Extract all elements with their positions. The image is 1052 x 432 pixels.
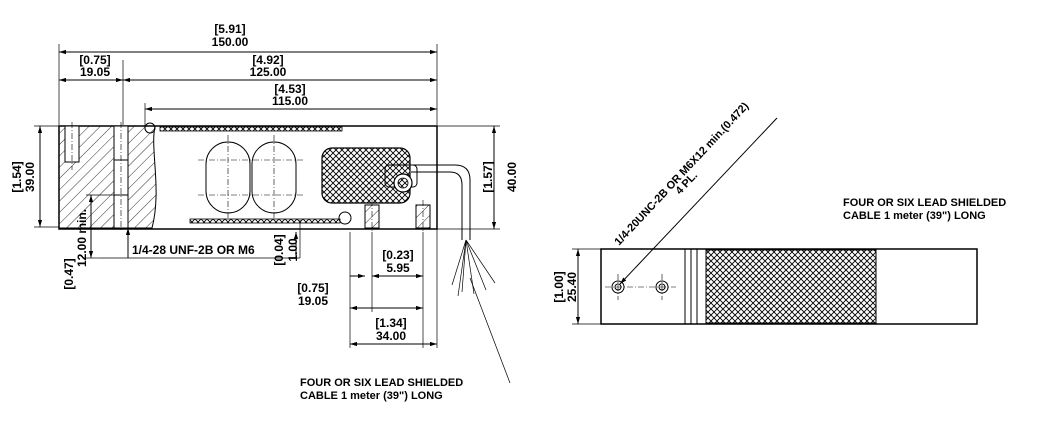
side-cable-note-line2: CABLE 1 meter (39") LONG — [300, 390, 443, 402]
dist-34-in: [1.34] — [375, 316, 406, 330]
top-cable-note-line2: CABLE 1 meter (39") LONG — [843, 210, 986, 222]
offset-in: [0.23] — [382, 248, 413, 262]
thread-callout: 1/4-28 UNF-2B OR M6 — [132, 243, 255, 257]
thread-depth-in: [0.47] — [62, 258, 76, 289]
top-width-in: [1.00] — [552, 271, 566, 302]
height-right-in: [1.57] — [481, 161, 495, 192]
dist-19-in: [0.75] — [297, 281, 328, 295]
overall-length-mm: 150.00 — [212, 35, 249, 49]
dist-34-mm: 34.00 — [376, 329, 406, 343]
dist-19-mm: 19.05 — [298, 294, 328, 308]
gap-in: [0.04] — [272, 234, 286, 265]
top-cable-note-line1: FOUR OR SIX LEAD SHIELDED — [843, 197, 1006, 209]
overall-length-in: [5.91] — [214, 22, 245, 36]
height-left-mm: 39.00 — [23, 162, 37, 192]
top-width-mm: 25.40 — [565, 272, 579, 302]
length-125-mm: 125.00 — [250, 65, 287, 79]
thread-depth-mm: 12.00 min. — [75, 209, 89, 267]
gap-mm: 1.00 — [286, 238, 300, 262]
height-right-mm: 40.00 — [505, 162, 519, 192]
length-115-mm: 115.00 — [272, 94, 308, 108]
mount-width-in: [0.75] — [79, 53, 110, 67]
length-115-in: [4.53] — [274, 82, 305, 96]
hole-callout-line1: 1/4-20UNC-2B OR M6X12 min.(0.472) — [612, 100, 751, 248]
offset-mm: 5.95 — [386, 261, 410, 275]
length-125-in: [4.92] — [252, 53, 283, 67]
height-left-in: [1.54] — [10, 161, 24, 192]
top-view: [1.00] 25.40 1/4-20UNC-2B OR M6X12 min.(… — [552, 100, 1006, 325]
side-view: [5.91] 150.00 [0.75] 19.05 [4.92] 125.00… — [10, 22, 519, 402]
side-cable-note-line1: FOUR OR SIX LEAD SHIELDED — [300, 377, 463, 389]
mount-width-mm: 19.05 — [80, 65, 110, 79]
